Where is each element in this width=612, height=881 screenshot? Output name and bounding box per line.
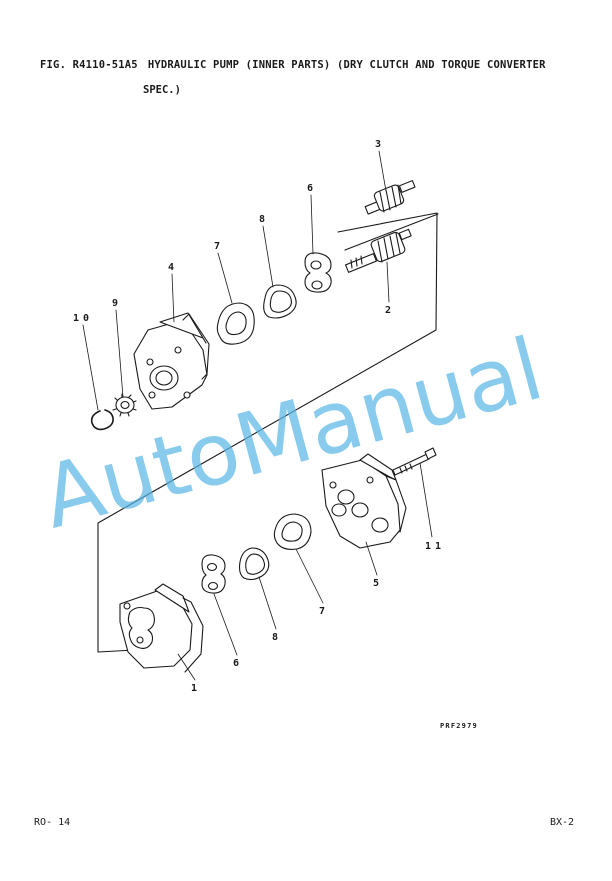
figure-title: HYDRAULIC PUMP (INNER PARTS) (DRY CLUTCH… [147,59,546,71]
bolt-part-11 [392,447,437,476]
leader-line-11 [419,462,433,538]
pump-body-part-5 [321,453,407,549]
callout-8-lower: 8 [272,632,278,643]
leader-line-6-upper [310,194,314,255]
callout-6-lower: 6 [233,658,239,669]
callout-9: 9 [112,298,118,309]
leader-line-10 [82,324,99,411]
star-washer-part-9 [112,393,137,417]
gasket-part-7-upper [216,302,255,345]
page-number: RO- 14 [34,817,71,828]
callout-5: 5 [373,578,379,589]
figure-title-line2: SPEC.) [143,84,181,96]
drive-gear-part-3 [364,180,416,215]
callout-6-upper: 6 [307,183,313,194]
callout-1: 1 [191,683,197,694]
pump-cover-part-4 [133,312,210,410]
leader-line-8-lower [258,576,277,630]
leader-line-3 [378,150,387,192]
driven-gear-part-2 [345,228,412,273]
figure-title-line1: FIG. R4110-51A5 HYDRAULIC PUMP (INNER PAR… [40,59,546,71]
callout-10: 10 [73,313,93,324]
leader-line-9 [115,309,124,398]
bushing-plate-part-6-lower [201,554,226,594]
callout-3: 3 [375,139,381,150]
leader-line-4 [171,273,175,323]
pump-housing-part-1 [119,583,204,673]
callout-2: 2 [385,305,391,316]
leader-line-7-lower [295,548,324,604]
leader-line-2 [386,261,390,303]
leader-line-1 [177,653,196,681]
assembly-boundary-line [97,212,438,653]
callout-7-lower: 7 [319,606,325,617]
leader-line-8-upper [262,225,274,288]
drawing-code: PRF2979 [440,722,478,730]
callout-11: 11 [425,541,445,552]
shaft-axis-line [344,213,439,251]
snap-ring-part-10 [90,409,114,431]
figure-id: FIG. R4110-51A5 [40,59,138,71]
leader-line-6-lower [213,593,238,656]
bushing-plate-part-6-upper [304,252,332,293]
callout-7-upper: 7 [214,241,220,252]
callout-8-upper: 8 [259,214,265,225]
gasket-part-7-lower [273,513,312,550]
leader-line-7-upper [217,252,233,304]
callout-4: 4 [168,262,174,273]
section-code: BX-2 [550,817,575,828]
leader-line-5 [365,541,378,576]
